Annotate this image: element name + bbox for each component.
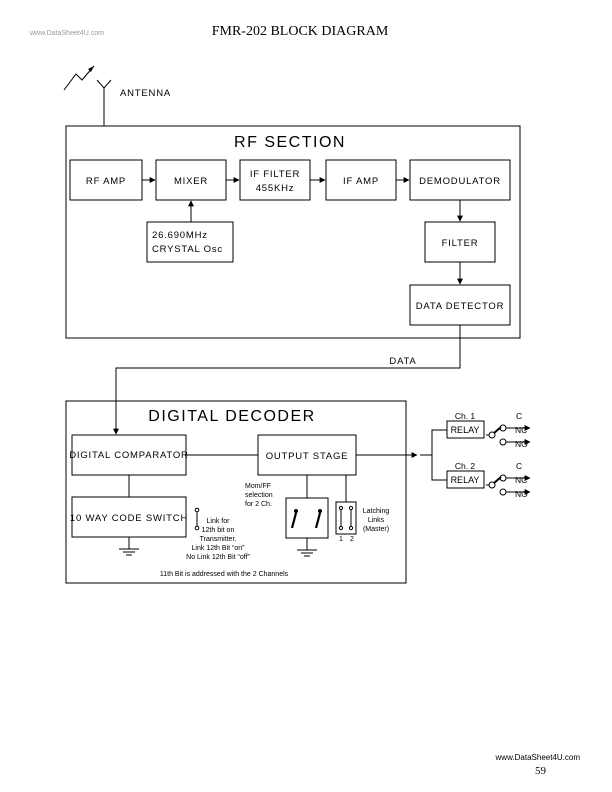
relay-ch1: Ch. 1 RELAY C NC NO (446, 411, 531, 449)
relay-ch1-channel: Ch. 1 (455, 411, 476, 421)
rf-signal-arrows (142, 177, 463, 285)
latch-pin-2: 2 (350, 536, 354, 543)
antenna-label: ANTENNA (120, 88, 171, 99)
if-filter-label: IF FILTER (250, 169, 300, 180)
momff-note-3: for 2 Ch. (245, 501, 272, 508)
link12-note-2: 12th bit on (202, 527, 235, 534)
relay-ch2-contact-c: C (516, 461, 522, 471)
link12-note-1: Link for (207, 518, 231, 525)
filter-block: FILTER (424, 221, 496, 263)
link12-note-3: Transmitter. (200, 536, 237, 543)
crystal-frequency: 26.690MHz (152, 230, 208, 241)
momff-switch-icon (285, 475, 329, 557)
demodulator-block: DEMODULATOR (409, 159, 511, 201)
rf-amp-label: RF AMP (86, 176, 126, 187)
latching-note-2: Links (368, 517, 385, 524)
link-12th-bit-icon (194, 507, 200, 531)
data-detector-block: DATA DETECTOR (409, 284, 511, 326)
output-to-relays-wire (356, 429, 447, 481)
latching-links-icon (335, 475, 357, 535)
output-stage-label: OUTPUT STAGE (266, 451, 349, 462)
link12-note-5: No Link 12th Bit “off” (186, 554, 250, 561)
crystal-osc-label: CRYSTAL Osc (152, 244, 223, 255)
relay-ch2-channel: Ch. 2 (455, 461, 476, 471)
rf-section-frame (65, 125, 521, 339)
footer-watermark: www.DataSheet4U.com (495, 753, 581, 762)
ground-icon (119, 537, 139, 556)
if-filter-block: IF FILTER 455KHz (239, 159, 311, 201)
header-watermark: www.DataSheet4U.com (29, 30, 104, 37)
code-switch-label: 10 WAY CODE SWITCH (70, 513, 188, 524)
latch-pin-1: 1 (339, 536, 343, 543)
momff-note-2: selection (245, 492, 273, 499)
latching-note-1: Latching (363, 508, 390, 515)
mixer-label: MIXER (174, 176, 208, 187)
page-number: 59 (535, 765, 547, 777)
data-detector-label: DATA DETECTOR (416, 301, 505, 312)
relay-ch2-contact-nc: NC (515, 475, 527, 485)
digital-comparator-block: DIGITAL COMPARATOR (69, 434, 188, 476)
demodulator-label: DEMODULATOR (419, 176, 501, 187)
bit11-note: 11th Bit is addressed with the 2 Channel… (160, 571, 289, 578)
digital-decoder-title: DIGITAL DECODER (148, 408, 315, 425)
filter-label: FILTER (442, 238, 479, 249)
data-line-label: DATA (389, 356, 416, 367)
momff-note-1: Mom/FF (245, 483, 271, 490)
rf-section-title: RF SECTION (234, 134, 346, 151)
if-filter-frequency: 455KHz (256, 183, 295, 194)
relay-ch1-contacts-icon (486, 424, 531, 446)
rf-amp-block: RF AMP (69, 159, 143, 201)
output-stage-block: OUTPUT STAGE (257, 434, 357, 476)
relay-ch1-contact-nc: NC (515, 425, 527, 435)
link12-note-4: Link 12th Bit “on” (192, 545, 246, 552)
relay-ch1-contact-no: NO (515, 439, 528, 449)
relay-ch2: Ch. 2 RELAY C NC NO (446, 461, 531, 499)
mixer-block: MIXER (155, 159, 227, 201)
digital-decoder-frame (65, 400, 407, 584)
code-switch-block: 10 WAY CODE SWITCH (70, 496, 188, 538)
relay-ch1-label: RELAY (451, 425, 480, 435)
relay-ch1-contact-c: C (516, 411, 522, 421)
page-title: FMR-202 BLOCK DIAGRAM (212, 24, 389, 39)
antenna-icon (63, 65, 112, 126)
relay-ch2-contact-no: NO (515, 489, 528, 499)
relay-ch2-contacts-icon (486, 474, 531, 496)
latching-note-3: (Master) (363, 526, 389, 533)
relay-ch2-label: RELAY (451, 475, 480, 485)
if-amp-block: IF AMP (325, 159, 397, 201)
if-amp-label: IF AMP (343, 176, 379, 187)
digital-comparator-label: DIGITAL COMPARATOR (69, 450, 188, 461)
crystal-osc-block: 26.690MHz CRYSTAL Osc (146, 221, 234, 263)
